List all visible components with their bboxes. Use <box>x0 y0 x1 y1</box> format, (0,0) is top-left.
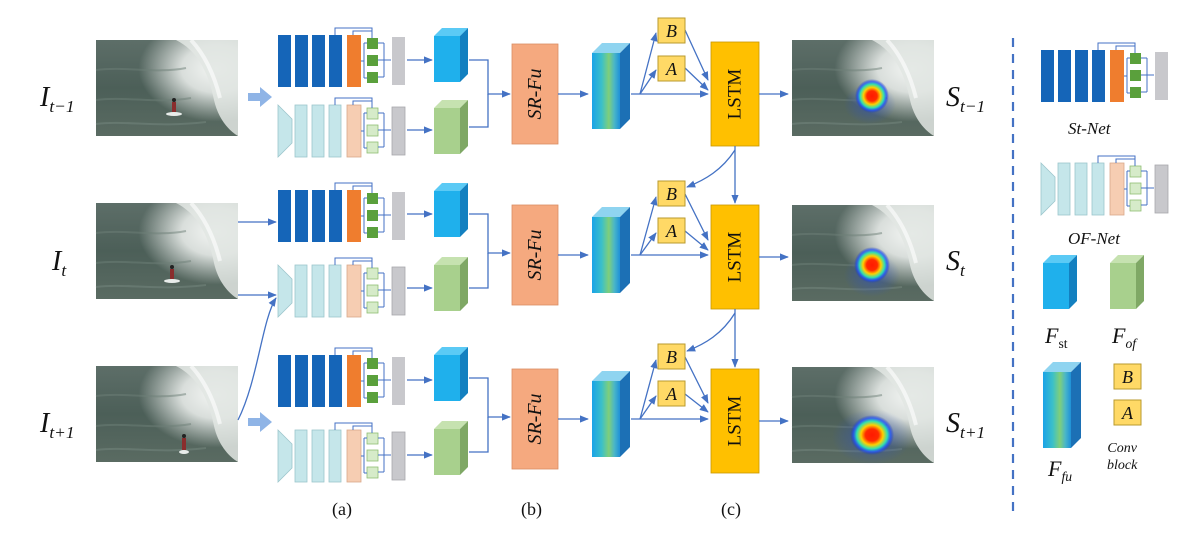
lstm-label: LSTM <box>725 396 746 447</box>
lstm-block <box>710 368 760 474</box>
lstm-block <box>710 41 760 147</box>
conv-block-b-label: B <box>666 21 677 41</box>
f-of-cube <box>434 100 468 154</box>
surfer-figure <box>166 98 182 116</box>
of-net-block <box>277 257 406 318</box>
input-label-t-plus-1: It+1 <box>40 408 75 443</box>
conv-block-a <box>657 380 686 407</box>
conv-block-a <box>657 217 686 244</box>
legend-st-net-label: St-Net <box>1068 119 1111 138</box>
legend-f-fu-label: Ffu <box>1048 456 1073 484</box>
input-label-t-minus-1: It−1 <box>40 82 75 117</box>
conv-block-b <box>657 180 686 207</box>
legend-f-st-label: Fst <box>1045 323 1068 351</box>
f-of-cube <box>434 257 468 311</box>
legend-conv-block-b <box>1113 363 1142 390</box>
input-frame <box>94 38 240 138</box>
of-net-block <box>277 422 406 483</box>
lstm-label: LSTM <box>725 232 746 283</box>
f-fu-block <box>592 371 630 457</box>
input-arrow <box>248 412 272 432</box>
conv-block-b <box>657 17 686 44</box>
sr-fu-label: SR-Fu <box>524 393 546 444</box>
f-st-cube <box>434 183 468 237</box>
conv-block-a-label: A <box>665 221 678 241</box>
surfer-figure <box>179 434 189 454</box>
legend-f-of-cube <box>1110 255 1144 309</box>
st-net-block <box>277 182 406 243</box>
f-of-cube <box>434 421 468 475</box>
output-label-t-minus-1: St−1 <box>946 82 986 117</box>
sr-fu-label: SR-Fu <box>524 68 546 119</box>
st-net-block <box>277 347 406 408</box>
caption-b: (b) <box>521 499 542 519</box>
f-fu-block <box>592 43 630 129</box>
saliency-output <box>790 365 936 465</box>
caption-a: (a) <box>332 499 352 519</box>
saliency-output <box>790 38 936 138</box>
legend-st-net-icon <box>1040 42 1169 103</box>
conv-block-b-label: B <box>666 184 677 204</box>
legend-f-st-cube <box>1043 255 1077 309</box>
legend-f-of-label: Fof <box>1112 323 1137 351</box>
lstm-label: LSTM <box>725 69 746 120</box>
lstm-block <box>710 204 760 310</box>
f-fu-block <box>592 207 630 293</box>
conv-block-b-label: B <box>666 347 677 367</box>
output-label-t: St <box>946 246 965 281</box>
legend-conv-block-a <box>1113 399 1142 426</box>
conv-block-a-label: A <box>665 59 678 79</box>
lstm-to-b-arrow <box>686 312 736 352</box>
conv-block-a-label: A <box>665 384 678 404</box>
input-label-t: It <box>52 246 67 281</box>
legend-conv-block-a-label: A <box>1121 403 1134 423</box>
saliency-output <box>790 203 936 303</box>
legend-of-net-label: OF-Net <box>1068 229 1120 248</box>
legend-of-net-icon <box>1040 155 1169 216</box>
input-frame <box>94 364 240 464</box>
legend-conv-block-b-label: B <box>1122 367 1133 387</box>
st-net-block <box>277 27 406 88</box>
legend-f-fu-block <box>1043 362 1081 448</box>
conv-block-b <box>657 343 686 370</box>
input-arrow <box>248 87 272 107</box>
output-label-t-plus-1: St+1 <box>946 408 986 443</box>
surfer-figure <box>164 265 180 283</box>
f-st-cube <box>434 347 468 401</box>
temporal-input-arrow <box>237 297 277 421</box>
f-st-cube <box>434 28 468 82</box>
row-t: SR-Fu B A LSTM <box>94 180 936 318</box>
row-t-plus-1: SR-Fu B A LSTM <box>94 343 936 483</box>
lstm-to-b-arrow <box>686 149 736 188</box>
conv-block-a <box>657 55 686 82</box>
sr-fu-block <box>511 43 559 145</box>
of-net-block <box>277 97 406 158</box>
sr-fu-block <box>511 368 559 470</box>
input-frame <box>94 201 240 301</box>
row-t-minus-1: SR-Fu B A LSTM <box>94 17 936 158</box>
sr-fu-label: SR-Fu <box>524 229 546 280</box>
caption-c: (c) <box>721 499 741 519</box>
